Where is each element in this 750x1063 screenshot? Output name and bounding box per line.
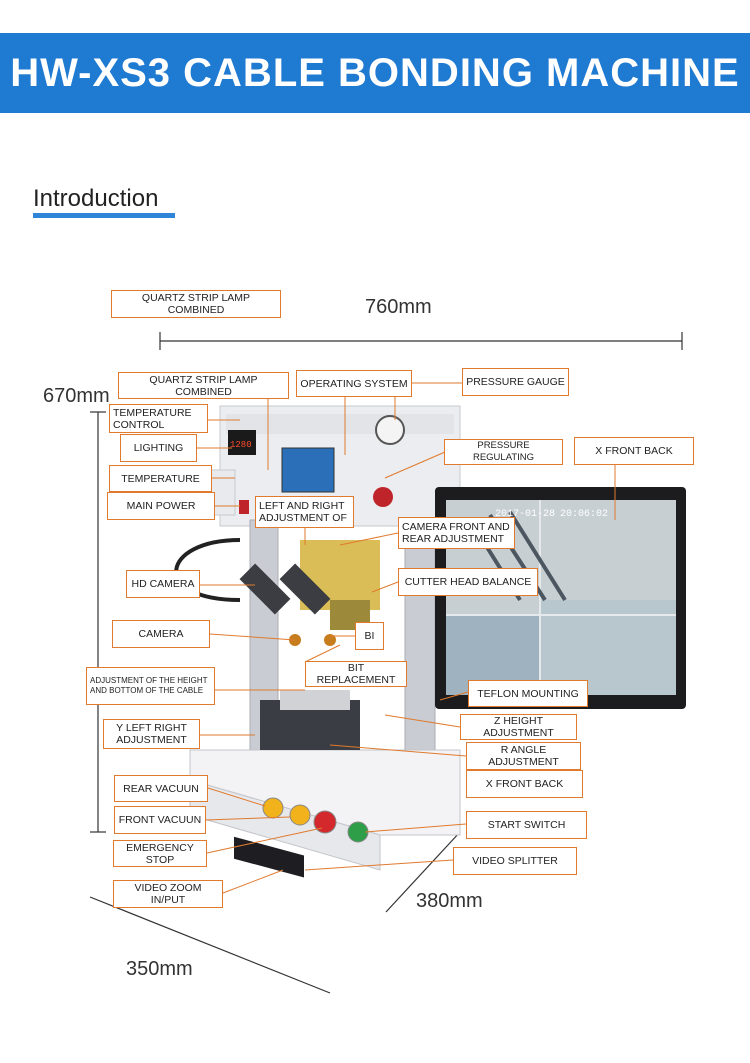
svg-text:1280: 1280 bbox=[230, 440, 252, 450]
callout-rear-vacuum: REAR VACUUN bbox=[114, 775, 208, 802]
callout-camera-front-rear: CAMERA FRONT AND REAR ADJUSTMENT bbox=[398, 517, 515, 549]
callout-r-angle: R ANGLE ADJUSTMENT bbox=[466, 742, 581, 770]
callout-operating-system: OPERATING SYSTEM bbox=[296, 370, 412, 397]
callout-y-left-right: Y LEFT RIGHT ADJUSTMENT bbox=[103, 719, 200, 749]
callout-video-splitter: VIDEO SPLITTER bbox=[453, 847, 577, 875]
front-buttons bbox=[234, 797, 369, 878]
page-banner-title: HW-XS3 CABLE BONDING MACHINE bbox=[0, 33, 750, 113]
callout-pressure-gauge: PRESSURE GAUGE bbox=[462, 368, 569, 396]
callout-camera: CAMERA bbox=[112, 620, 210, 648]
callout-x-front-back-top: X FRONT BACK bbox=[574, 437, 694, 465]
monitor-time-text: 20:06:02 bbox=[560, 509, 608, 520]
callout-main-power: MAIN POWER bbox=[107, 492, 215, 520]
callout-front-vacuum: FRONT VACUUN bbox=[114, 806, 206, 834]
callout-left-right-adjustment: LEFT AND RIGHT ADJUSTMENT OF bbox=[255, 496, 354, 528]
base-dimension: 350mm bbox=[126, 958, 193, 980]
dimension-lines bbox=[89, 332, 683, 994]
callout-temperature-control: TEMPERATURE CONTROL bbox=[109, 404, 208, 433]
callout-video-zoom: VIDEO ZOOM IN/PUT bbox=[113, 880, 223, 908]
callout-x-front-back-bottom: X FRONT BACK bbox=[466, 770, 583, 798]
callout-quartz-strip-lamp: QUARTZ STRIP LAMP COMBINED bbox=[118, 372, 289, 399]
callout-pressure-regulating: PRESSURE REGULATING bbox=[444, 439, 563, 465]
callout-quartz-strip-lamp-top: QUARTZ STRIP LAMP COMBINED bbox=[111, 290, 281, 318]
callout-lighting: LIGHTING bbox=[120, 434, 197, 462]
section-title-underline bbox=[33, 213, 175, 218]
callout-bi: BI bbox=[355, 622, 384, 650]
callout-z-height: Z HEIGHT ADJUSTMENT bbox=[460, 714, 577, 740]
callout-hd-camera: HD CAMERA bbox=[126, 570, 200, 598]
control-panel: 1280 bbox=[228, 415, 405, 514]
height-dimension: 670mm bbox=[43, 385, 110, 407]
callout-cutter-head-balance: CUTTER HEAD BALANCE bbox=[398, 568, 538, 596]
callout-start-switch: START SWITCH bbox=[466, 811, 587, 839]
leader-lines bbox=[197, 382, 616, 894]
callout-emergency-stop: EMERGENCY STOP bbox=[113, 840, 207, 867]
callout-bit-replacement: BIT REPLACEMENT bbox=[305, 661, 407, 687]
section-title: Introduction bbox=[33, 185, 159, 212]
width-dimension: 760mm bbox=[365, 296, 432, 318]
callout-adjust-height-cable: ADJUSTMENT OF THE HEIGHT AND BOTTOM OF T… bbox=[86, 667, 215, 705]
callout-teflon-mounting: TEFLON MOUNTING bbox=[468, 680, 588, 707]
callout-temperature: TEMPERATURE bbox=[109, 465, 212, 492]
monitor-date-text: 2017-01-28 bbox=[495, 509, 555, 520]
depth-dimension: 380mm bbox=[416, 890, 483, 912]
